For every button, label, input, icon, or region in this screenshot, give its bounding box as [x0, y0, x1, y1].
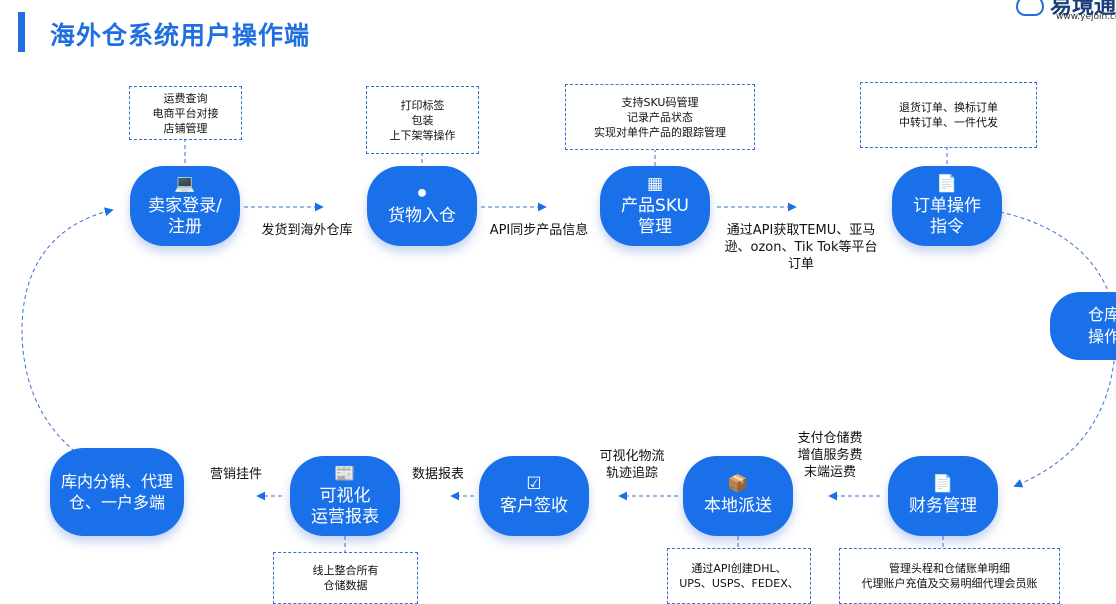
node-label: 货物入仓: [388, 206, 456, 226]
node-label: 可视化 运营报表: [311, 485, 379, 527]
edge-label-marketing: 营销挂件: [209, 467, 262, 482]
logo: 易境通 www.yejoin.com: [1016, 0, 1116, 26]
node-local-delivery[interactable]: 📦 本地派送: [683, 456, 793, 536]
node-customer-sign[interactable]: ☑ 客户签收: [479, 456, 589, 536]
cloud-logo-icon: [1016, 0, 1044, 16]
node-distribution[interactable]: 库内分销、代理 仓、一户多端: [50, 448, 184, 536]
note-visual-report: 线上整合所有 仓储数据: [273, 552, 418, 604]
note-seller-login: 运费查询 电商平台对接 店铺管理: [129, 86, 242, 140]
note-order-ops: 退货订单、换标订单 中转订单、一件代发: [860, 82, 1037, 148]
edge-label-fees: 支付仓储费 增值服务费 末端运费: [797, 431, 863, 480]
node-product-sku[interactable]: ▦ 产品SKU 管理: [600, 166, 710, 246]
edge-label-ship-to-warehouse: 发货到海外仓库: [261, 223, 353, 238]
node-seller-login[interactable]: 💻 卖家登录/ 注册: [130, 166, 240, 246]
hand-package-icon: 📦: [727, 474, 749, 494]
node-label: 仓库 操作审: [1088, 305, 1116, 346]
note-goods-inbound: 打印标签 包装 上下架等操作: [366, 86, 479, 154]
node-label: 产品SKU 管理: [621, 195, 689, 237]
grid-icon: ▦: [646, 173, 664, 194]
node-label: 财务管理: [909, 496, 977, 516]
warehouse-icon: ⚫: [414, 184, 430, 204]
node-label: 订单操作 指令: [913, 195, 981, 237]
note-finance: 管理头程和仓储账单明细 代理账户充值及交易明细代理会员账: [839, 548, 1060, 604]
edge-label-api-sync: API同步产品信息: [489, 223, 589, 238]
edge-label-logistics: 可视化物流 轨迹追踪: [599, 449, 665, 481]
logo-url: www.yejoin.com: [1056, 12, 1116, 22]
document-search-icon: 📄: [936, 173, 958, 194]
node-goods-inbound[interactable]: ⚫ 货物入仓: [367, 166, 477, 246]
logo-name: 易境通: [1050, 0, 1116, 19]
node-finance[interactable]: 📄 财务管理: [888, 456, 998, 536]
node-warehouse-ops[interactable]: 仓库 操作审: [1050, 292, 1116, 360]
clipboard-check-icon: ☑: [526, 474, 542, 494]
page-title: 海外仓系统用户操作端: [50, 21, 311, 50]
laptop-lock-icon: 💻: [174, 173, 196, 194]
title-accent-bar: [18, 12, 25, 52]
node-label: 卖家登录/ 注册: [148, 195, 222, 237]
note-product-sku: 支持SKU码管理 记录产品状态 实现对单件产品的跟踪管理: [565, 84, 755, 150]
loop-left-edge: [21, 207, 114, 475]
note-local-delivery: 通过API创建DHL、 UPS、USPS、FEDEX、: [667, 548, 811, 604]
node-visual-report[interactable]: 📰 可视化 运营报表: [290, 456, 400, 536]
document-search-icon: 📄: [932, 474, 954, 494]
node-label: 客户签收: [500, 496, 568, 516]
node-order-ops[interactable]: 📄 订单操作 指令: [892, 166, 1002, 246]
edge-label-data-report: 数据报表: [411, 467, 464, 482]
edge-label-api-fetch: 通过API获取TEMU、亚马 逊、ozon、Tik Tok等平台 订单: [724, 223, 878, 272]
node-label: 库内分销、代理 仓、一户多端: [60, 472, 173, 512]
node-label: 本地派送: [704, 496, 772, 516]
report-icon: 📰: [334, 463, 356, 484]
